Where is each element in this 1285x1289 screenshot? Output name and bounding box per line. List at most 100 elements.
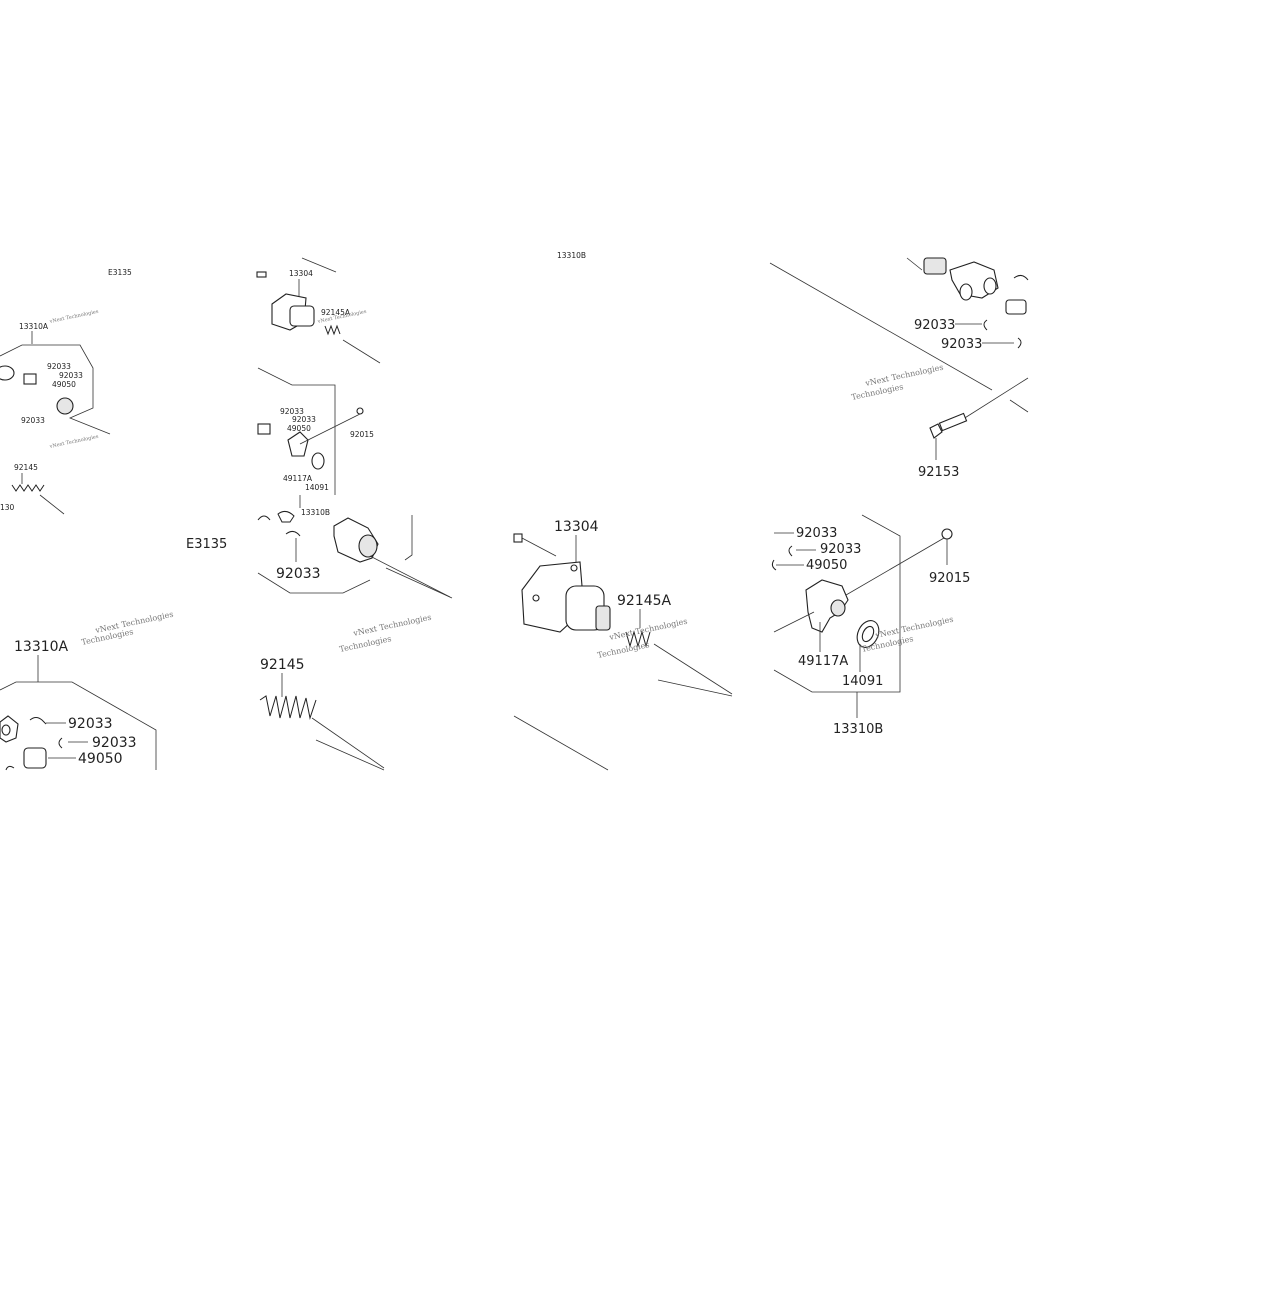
watermark-bm1-2: Technologies (339, 634, 393, 654)
label-49117a-br: 49117A (798, 654, 848, 669)
label-49050-tm: 49050 (287, 424, 311, 433)
label-92015-tm: 92015 (350, 430, 374, 439)
yoke-end-tl (56, 397, 74, 415)
clip-a-bl (29, 717, 47, 725)
label-92015-br: 92015 (929, 571, 970, 586)
nut-part-br (941, 528, 953, 540)
label-92033-a-tl: 92033 (47, 362, 71, 371)
clip-c-bl (5, 765, 15, 771)
yoke-eye-bl (1, 724, 11, 736)
panel-top-left: E3135 vNext Technologies 13310A 92033 92… (0, 268, 132, 515)
axis-line-tr-2 (959, 377, 1029, 422)
clip-part-b (277, 510, 295, 523)
label-92145-tl: 92145 (14, 463, 38, 472)
label-13304-tm: 13304 (289, 269, 313, 278)
spring-bm1 (259, 695, 317, 720)
label-49117a-tm: 49117A (283, 474, 313, 483)
bolt-part-tm (256, 271, 267, 278)
label-92033-c-tl: 92033 (21, 416, 45, 425)
axis-line-bm2-b (657, 679, 733, 697)
yoke-part-tm (287, 431, 309, 457)
washer-hole-br (861, 625, 875, 643)
boundary-tl (0, 344, 111, 435)
ref-code-tl: E3135 (108, 268, 132, 277)
label-92033-b-tm: 92033 (292, 415, 316, 424)
bolt-shank-tr (938, 412, 968, 432)
label-49050-bl: 49050 (78, 751, 123, 767)
washer-part-tm (311, 452, 325, 470)
spider-part-tl (23, 373, 37, 385)
label-13304-bm2: 13304 (554, 519, 599, 535)
flange-hole-a (532, 594, 540, 602)
label-13310b-tm: 13310B (301, 508, 330, 517)
label-13310b-br: 13310B (833, 722, 883, 737)
watermark-tr-1: vNext Technologies (864, 363, 945, 389)
spring-tl (11, 484, 45, 492)
label-13310b-top: 13310B (557, 251, 586, 260)
panel-bottom-middle-spring: vNext Technologies Technologies 92145 (259, 613, 433, 771)
label-92033-b-tl: 92033 (59, 371, 83, 380)
bolt-part-bm2 (513, 533, 523, 543)
boundary-br (773, 514, 901, 693)
axis-line-bm1-a (311, 717, 385, 769)
panel-top-middle-fragment: 92033 (257, 510, 453, 599)
label-92033-a-tr: 92033 (914, 318, 955, 333)
label-49050-br: 49050 (806, 558, 847, 573)
watermark-tl-1: vNext Technologies (48, 309, 99, 325)
spider-part-tr (1005, 299, 1027, 315)
edge-line-tm (301, 257, 337, 273)
boundary-tm (257, 367, 336, 495)
label-92033-a-br: 92033 (796, 526, 837, 541)
bearing-part-tr (923, 257, 947, 275)
label-92033-a-bl: 92033 (68, 716, 113, 732)
panel-bottom-right: 92033 92033 49050 92015 49117A 14091 vNe… (771, 514, 970, 737)
nut-part-tm (356, 407, 364, 415)
panel-top-middle: 13304 92145A vNext Technologies 92033 92… (256, 257, 381, 517)
axis-line-tm (342, 339, 381, 364)
watermark-bm1-1: vNext Technologies (352, 613, 433, 639)
panel-bottom-left: E3135 vNext Technologies Technologies 13… (0, 537, 227, 771)
clip-b-br (788, 545, 793, 557)
watermark-bl-1: vNext Technologies (94, 610, 175, 636)
clip-b-tr (1017, 337, 1022, 349)
yoke-bore-tm-large (358, 534, 378, 558)
label-92033-a-tm: 92033 (280, 407, 304, 416)
label-92033-b-br: 92033 (820, 542, 861, 557)
bolt-line-tm (299, 413, 361, 445)
label-130-tl: 130 (0, 503, 15, 512)
axis-line-bm1-b (315, 739, 385, 771)
edge-line-tr (906, 257, 923, 271)
edge-line-bm2-b (513, 715, 609, 771)
ref-code-bl: E3135 (186, 537, 227, 552)
flange-hole-b (570, 564, 578, 572)
clip-b-bl (58, 737, 63, 749)
label-49050-tl: 49050 (52, 380, 76, 389)
edge-line-tm-large (404, 515, 413, 561)
label-14091-tm: 14091 (305, 483, 329, 492)
label-92145a-tm: 92145A (321, 308, 351, 317)
spider-part-tm (257, 423, 271, 435)
yoke-bore-br (830, 599, 846, 617)
label-92153: 92153 (918, 465, 959, 480)
axis-line-bm2-a (653, 643, 733, 695)
boundary-tm-large (257, 572, 371, 594)
spring-bm2 (625, 630, 651, 648)
label-92033-c-tm: 92033 (276, 566, 321, 582)
label-92145-bm1: 92145 (260, 657, 305, 673)
housing-body-tm (289, 305, 315, 327)
axis-line-tl (39, 494, 65, 515)
clip-part-a (257, 515, 271, 521)
housing-shaft-bm2 (595, 605, 611, 631)
axis-line-tm-large-b (385, 567, 453, 599)
panel-top-right: 13310B 92033 92033 vNext Technologies Te… (557, 251, 1029, 480)
spring-tm (324, 324, 341, 336)
boundary-bl (0, 681, 157, 770)
yoke-eye-b-tr (983, 277, 997, 295)
edge-line-bm2 (521, 537, 557, 557)
label-92033-b-tr: 92033 (941, 337, 982, 352)
axis-line-tm-large-a (369, 555, 451, 598)
bolt-line-br (833, 537, 945, 603)
panel-bottom-middle-housing: 13304 92145A vNext Technologies Technolo… (513, 519, 733, 771)
